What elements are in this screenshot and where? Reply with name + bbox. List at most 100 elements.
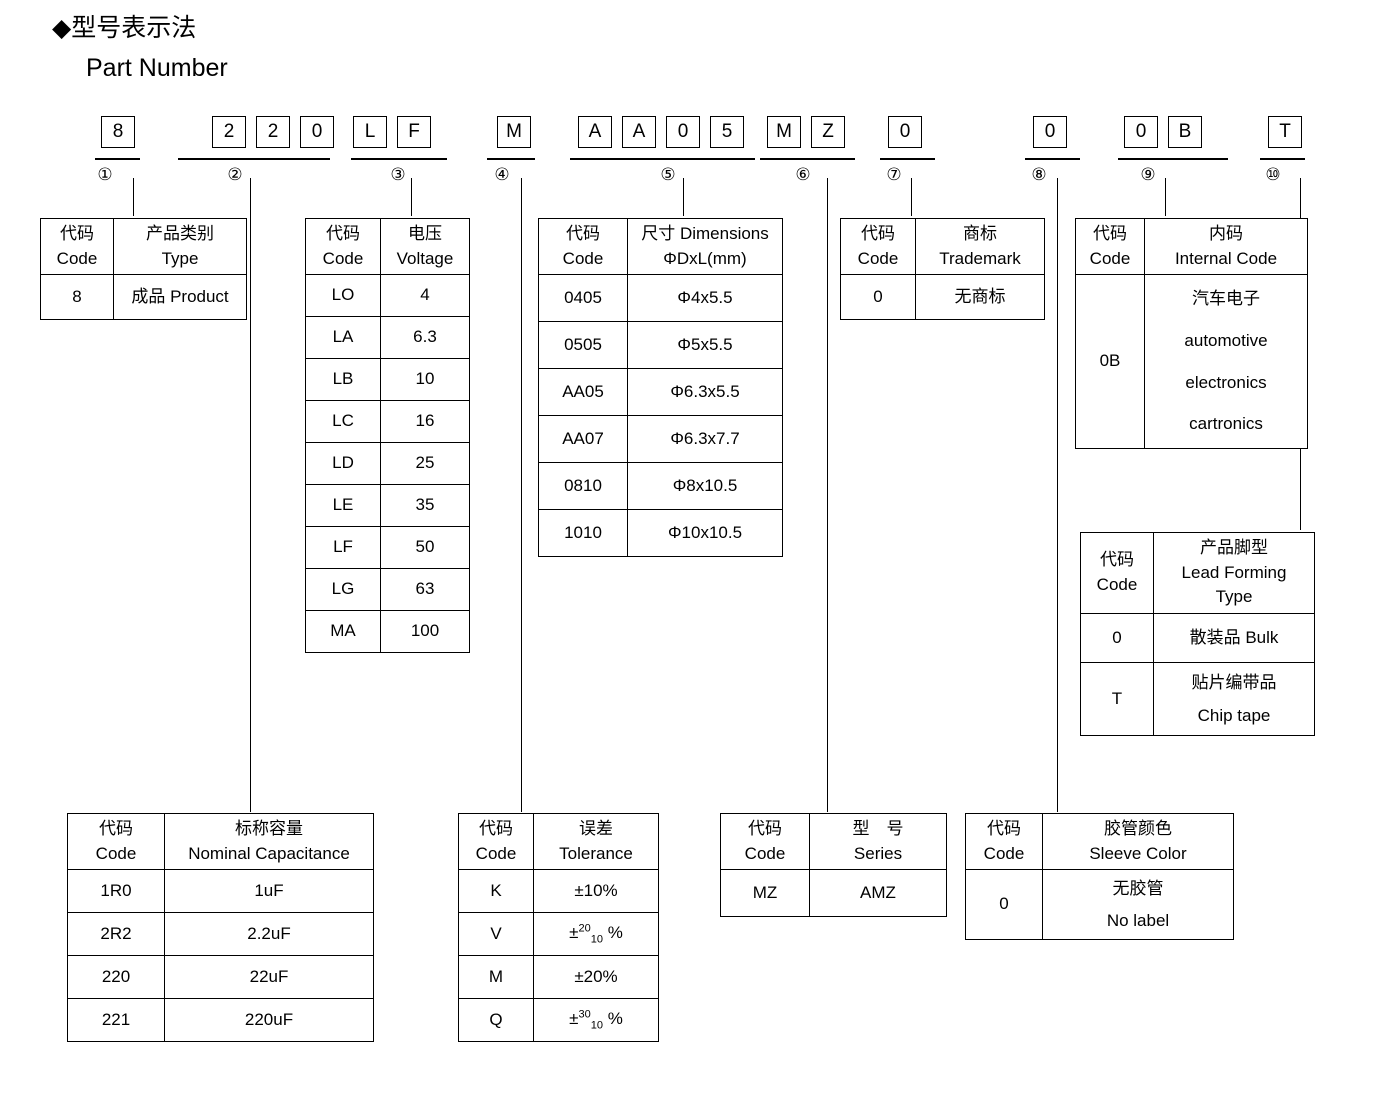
part-number-index-marker: ③ <box>390 165 406 184</box>
voltage-value-header: 电压 Voltage <box>380 217 470 276</box>
table-row: Q±3010 % <box>458 998 659 1043</box>
row-code: LA <box>305 316 381 360</box>
table-row: 0B 汽车电子 automotive electronics cartronic… <box>1075 274 1308 449</box>
row-value: 22uF <box>164 955 374 1000</box>
row-value: ±3010 % <box>533 998 659 1043</box>
part-number-char: F <box>397 116 431 148</box>
row-code: MA <box>305 610 381 654</box>
internal-code-table: 代码 Code 内码 Internal Code 0B 汽车电子 automot… <box>1075 217 1308 449</box>
row-code: AA07 <box>538 415 628 464</box>
row-code: LG <box>305 568 381 612</box>
table-lead-forming: 代码 Code 产品脚型 Lead Forming Type 0 散装品 Bul… <box>1080 532 1315 737</box>
internal-code-value-header: 内码 Internal Code <box>1144 217 1308 276</box>
part-number-char: L <box>353 116 387 148</box>
row-code: 1R0 <box>67 869 165 914</box>
row-value: 25 <box>380 442 470 486</box>
part-number-char: 0 <box>300 116 334 148</box>
internal-code-code-header: 代码 Code <box>1075 217 1145 276</box>
table-row: T 贴片编带品 Chip tape <box>1080 661 1315 737</box>
type-value-header: 产品类别 Type <box>113 217 247 276</box>
row-value: 220uF <box>164 998 374 1043</box>
diamond-bullet-icon: ◆ <box>52 14 72 42</box>
row-code: K <box>458 869 534 914</box>
table-row: 8 成品 Product <box>40 274 247 321</box>
row-code: 0810 <box>538 462 628 511</box>
part-number-group-bar <box>351 158 447 160</box>
row-value: Φ6.3x7.7 <box>627 415 783 464</box>
trademark-value-header: 商标 Trademark <box>915 217 1045 276</box>
type-table: 代码 Code 产品类别 Type 8 成品 Product <box>40 217 247 321</box>
row-code: 0505 <box>538 321 628 370</box>
tolerance-table: 代码 Code 误差 Tolerance K±10%V±2010 %M±20%Q… <box>458 812 659 1043</box>
row-value: ±10% <box>533 869 659 914</box>
part-number-char: 2 <box>212 116 246 148</box>
row-code: 221 <box>67 998 165 1043</box>
part-number-group-bar <box>1260 158 1305 160</box>
part-number-group-bar <box>880 158 935 160</box>
row-value: 63 <box>380 568 470 612</box>
part-number-group-bar <box>95 158 140 160</box>
part-number-group-bar <box>760 158 855 160</box>
part-number-char: M <box>767 116 801 148</box>
row-code: Q <box>458 998 534 1043</box>
part-number-char: 0 <box>666 116 700 148</box>
part-number-char: 5 <box>710 116 744 148</box>
tolerance-value-header: 误差 Tolerance <box>533 812 659 871</box>
series-code-header: 代码 Code <box>720 812 810 871</box>
sleeve-color-value-header: 胶管颜色 Sleeve Color <box>1042 812 1234 871</box>
series-value-header: 型 号 Series <box>809 812 947 871</box>
row-code: LD <box>305 442 381 486</box>
row-value: 6.3 <box>380 316 470 360</box>
tolerance-code-header: 代码 Code <box>458 812 534 871</box>
row-value: 1uF <box>164 869 374 914</box>
part-number-char: 0 <box>1124 116 1158 148</box>
table-row: 0 无商标 <box>840 274 1045 321</box>
row-value: 100 <box>380 610 470 654</box>
row-code: LC <box>305 400 381 444</box>
row-code: LB <box>305 358 381 402</box>
row-code: V <box>458 912 534 957</box>
table-type: 代码 Code 产品类别 Type 8 成品 Product <box>40 217 247 321</box>
capacitance-value-header: 标称容量 Nominal Capacitance <box>164 812 374 871</box>
row-value: Φ4x5.5 <box>627 274 783 323</box>
lead-forming-code-header: 代码 Code <box>1080 532 1154 614</box>
leader-line <box>133 178 134 216</box>
leader-line <box>683 178 684 216</box>
page-title-cn-text: 型号表示法 <box>71 14 197 42</box>
trademark-table: 代码 Code 商标 Trademark 0 无商标 <box>840 217 1045 321</box>
part-number-group-bar <box>178 158 330 160</box>
part-number-index-marker: ① <box>97 165 113 184</box>
leader-line <box>911 178 912 216</box>
row-value: 50 <box>380 526 470 570</box>
sleeve-color-table: 代码 Code 胶管颜色 Sleeve Color 0 无胶管 No label <box>965 812 1234 941</box>
dimensions-value-header: 尺寸 Dimensions ΦDxL(mm) <box>627 217 783 276</box>
row-value: ±20% <box>533 955 659 1000</box>
row-code: LE <box>305 484 381 528</box>
part-number-index-marker: ⑥ <box>795 165 811 184</box>
part-number-index-marker: ⑨ <box>1140 165 1156 184</box>
table-tolerance: 代码 Code 误差 Tolerance K±10%V±2010 %M±20%Q… <box>458 812 659 1043</box>
table-row: K±10% <box>458 869 659 914</box>
lead-forming-value-header: 产品脚型 Lead Forming Type <box>1153 532 1315 614</box>
row-value: ±2010 % <box>533 912 659 957</box>
part-number-group-bar <box>1118 158 1228 160</box>
part-number-char: 0 <box>888 116 922 148</box>
table-series: 代码 Code 型 号 Series MZ AMZ <box>720 812 947 918</box>
row-value: 10 <box>380 358 470 402</box>
part-number-group-bar <box>487 158 535 160</box>
row-value: 35 <box>380 484 470 528</box>
row-code: 0405 <box>538 274 628 323</box>
